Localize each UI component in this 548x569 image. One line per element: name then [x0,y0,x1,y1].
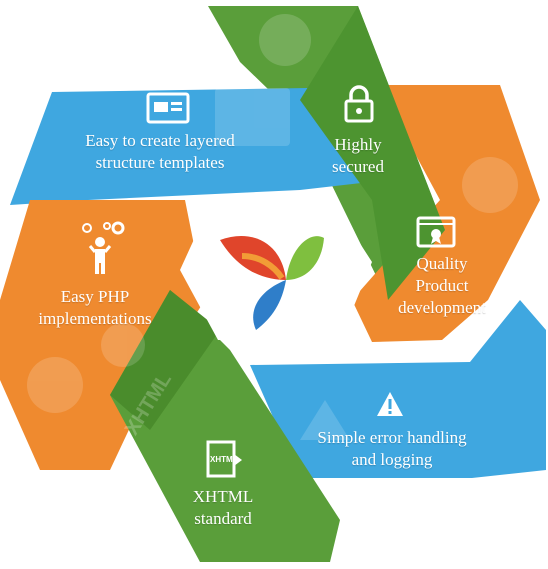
watermark-lock-icon [259,14,311,66]
watermark-warning-icon [300,400,350,440]
feature-label-xhtml: XHTML standard [192,487,254,528]
yii-logo-icon [220,235,324,330]
feature-label-templates: Easy to create layered structure templat… [85,131,235,172]
watermark-gear-icon [101,323,145,367]
person-gears-icon [82,221,125,274]
watermark-person-icon [27,357,83,413]
watermark-icons [27,14,518,440]
feature-label-secured: Highly secured [332,135,384,176]
watermark-badge-icon [462,157,518,213]
warning-triangle-icon [377,392,403,416]
green-band-fold [300,6,445,300]
orange-band-left [0,200,205,470]
feature-label-quality: Quality Product development [398,254,486,317]
svg-text:XHTML: XHTML [210,455,238,464]
blue-band-left [10,88,388,205]
padlock-icon [344,85,374,123]
blue-band-right [250,300,546,478]
feature-label-php: Easy PHP implementations [38,287,152,328]
certificate-window-icon [416,216,456,248]
green-band-bottom-fold [110,290,220,430]
feature-label-error-handling: Simple error handling and logging [317,428,467,469]
xhtml-document-icon: XHTML [206,440,242,478]
template-window-icon [146,92,190,124]
watermark-window-icon [215,88,290,146]
